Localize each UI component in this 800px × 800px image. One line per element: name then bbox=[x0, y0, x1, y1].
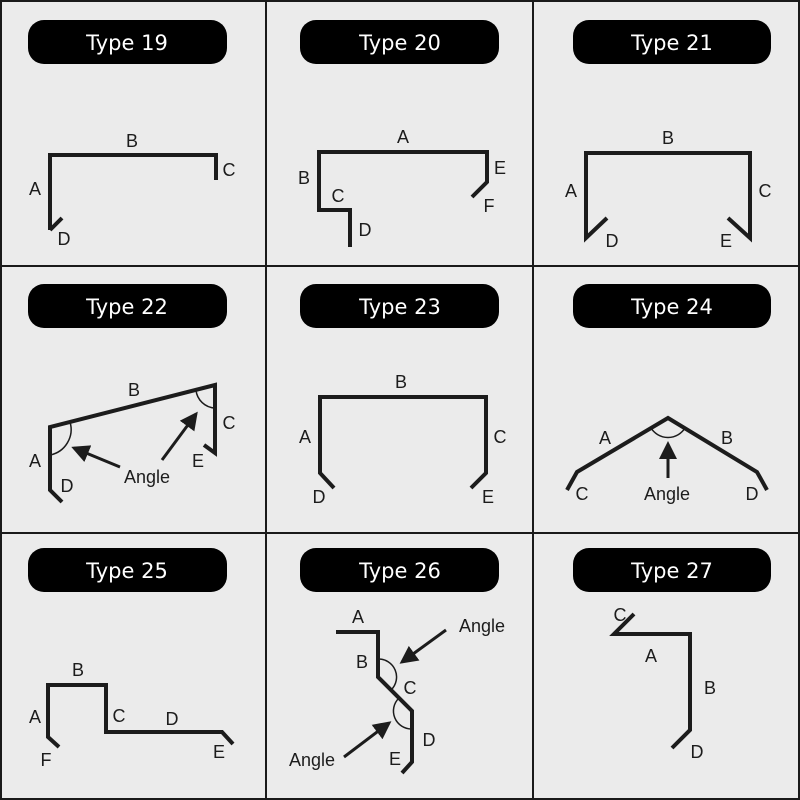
label: C bbox=[576, 484, 589, 504]
label: B bbox=[298, 168, 310, 188]
label: A bbox=[299, 427, 311, 447]
angle-arc bbox=[195, 389, 216, 409]
profile-shape bbox=[317, 150, 489, 247]
title: Type 25 bbox=[85, 559, 168, 583]
label: A bbox=[565, 181, 577, 201]
title-pill bbox=[573, 284, 771, 328]
title-pill bbox=[573, 20, 771, 64]
title: Type 23 bbox=[358, 295, 441, 319]
label: C bbox=[494, 427, 507, 447]
cell-type-23: Type 23 B A C D E bbox=[299, 284, 507, 507]
title-pill bbox=[28, 20, 227, 64]
label: D bbox=[423, 730, 436, 750]
title-pill bbox=[28, 548, 227, 592]
label: E bbox=[720, 231, 732, 251]
label: E bbox=[213, 742, 225, 762]
profile-shape bbox=[318, 395, 488, 490]
arrow-icon bbox=[71, 445, 121, 469]
angle-arc bbox=[392, 697, 413, 730]
profile-shape bbox=[48, 153, 218, 232]
cell-type-20: Type 20 A B C D E F bbox=[298, 20, 506, 247]
title: Type 21 bbox=[630, 31, 713, 55]
label: B bbox=[721, 428, 733, 448]
label: D bbox=[58, 229, 71, 249]
angle-label: Angle bbox=[289, 750, 335, 770]
label: A bbox=[352, 607, 364, 627]
label: D bbox=[606, 231, 619, 251]
cell-type-21: Type 21 B A C D E bbox=[565, 20, 772, 251]
label: A bbox=[29, 707, 41, 727]
profile-shape bbox=[584, 151, 752, 243]
profile-shape bbox=[609, 612, 692, 750]
label: B bbox=[126, 131, 138, 151]
label: E bbox=[389, 749, 401, 769]
title: Type 26 bbox=[358, 559, 441, 583]
label: D bbox=[691, 742, 704, 762]
angle-label: Angle bbox=[459, 616, 505, 636]
label: D bbox=[359, 220, 372, 240]
angle-arc bbox=[650, 427, 686, 439]
label: C bbox=[614, 605, 627, 625]
label: B bbox=[356, 652, 368, 672]
title-pill bbox=[300, 20, 499, 64]
cell-type-25: Type 25 B A C D F E bbox=[28, 548, 235, 770]
label: C bbox=[759, 181, 772, 201]
label: C bbox=[404, 678, 417, 698]
label: C bbox=[223, 160, 236, 180]
angle-arc bbox=[49, 421, 72, 456]
label: D bbox=[313, 487, 326, 507]
label: B bbox=[662, 128, 674, 148]
title-pill bbox=[573, 548, 771, 592]
label: E bbox=[192, 451, 204, 471]
label: D bbox=[61, 476, 74, 496]
label: A bbox=[29, 179, 41, 199]
cell-type-24: Type 24 Angle A B C D bbox=[565, 284, 771, 504]
title-pill bbox=[300, 284, 499, 328]
label: A bbox=[397, 127, 409, 147]
profile-shape bbox=[336, 630, 414, 775]
title: Type 24 bbox=[630, 295, 713, 319]
title: Type 27 bbox=[630, 559, 713, 583]
label: B bbox=[395, 372, 407, 392]
label: B bbox=[704, 678, 716, 698]
angle-label: Angle bbox=[124, 467, 170, 487]
title-pill bbox=[28, 284, 227, 328]
cell-type-26: Type 26 Angle Angle A B C D E bbox=[289, 548, 505, 775]
arrow-icon bbox=[399, 628, 447, 664]
angle-arc bbox=[377, 658, 398, 691]
label: D bbox=[746, 484, 759, 504]
arrow-icon bbox=[343, 721, 392, 759]
arrow-icon bbox=[160, 411, 198, 461]
title: Type 19 bbox=[85, 31, 168, 55]
label: F bbox=[41, 750, 52, 770]
cell-type-27: Type 27 C A B D bbox=[573, 548, 771, 762]
title-pill bbox=[300, 548, 499, 592]
angle-label: Angle bbox=[644, 484, 690, 504]
label: C bbox=[332, 186, 345, 206]
cell-type-19: Type 19 B C A D bbox=[28, 20, 236, 249]
profile-shape bbox=[46, 683, 235, 749]
title: Type 22 bbox=[85, 295, 168, 319]
label: E bbox=[482, 487, 494, 507]
label: A bbox=[599, 428, 611, 448]
label: D bbox=[166, 709, 179, 729]
label: F bbox=[484, 196, 495, 216]
profile-shape bbox=[565, 415, 769, 491]
label: C bbox=[113, 706, 126, 726]
cell-type-22: Type 22 Angle B A D C E bbox=[28, 284, 236, 504]
title: Type 20 bbox=[358, 31, 441, 55]
label: C bbox=[223, 413, 236, 433]
label: E bbox=[494, 158, 506, 178]
profile-shape bbox=[48, 382, 217, 504]
label: B bbox=[128, 380, 140, 400]
label: A bbox=[29, 451, 41, 471]
label: B bbox=[72, 660, 84, 680]
label: A bbox=[645, 646, 657, 666]
